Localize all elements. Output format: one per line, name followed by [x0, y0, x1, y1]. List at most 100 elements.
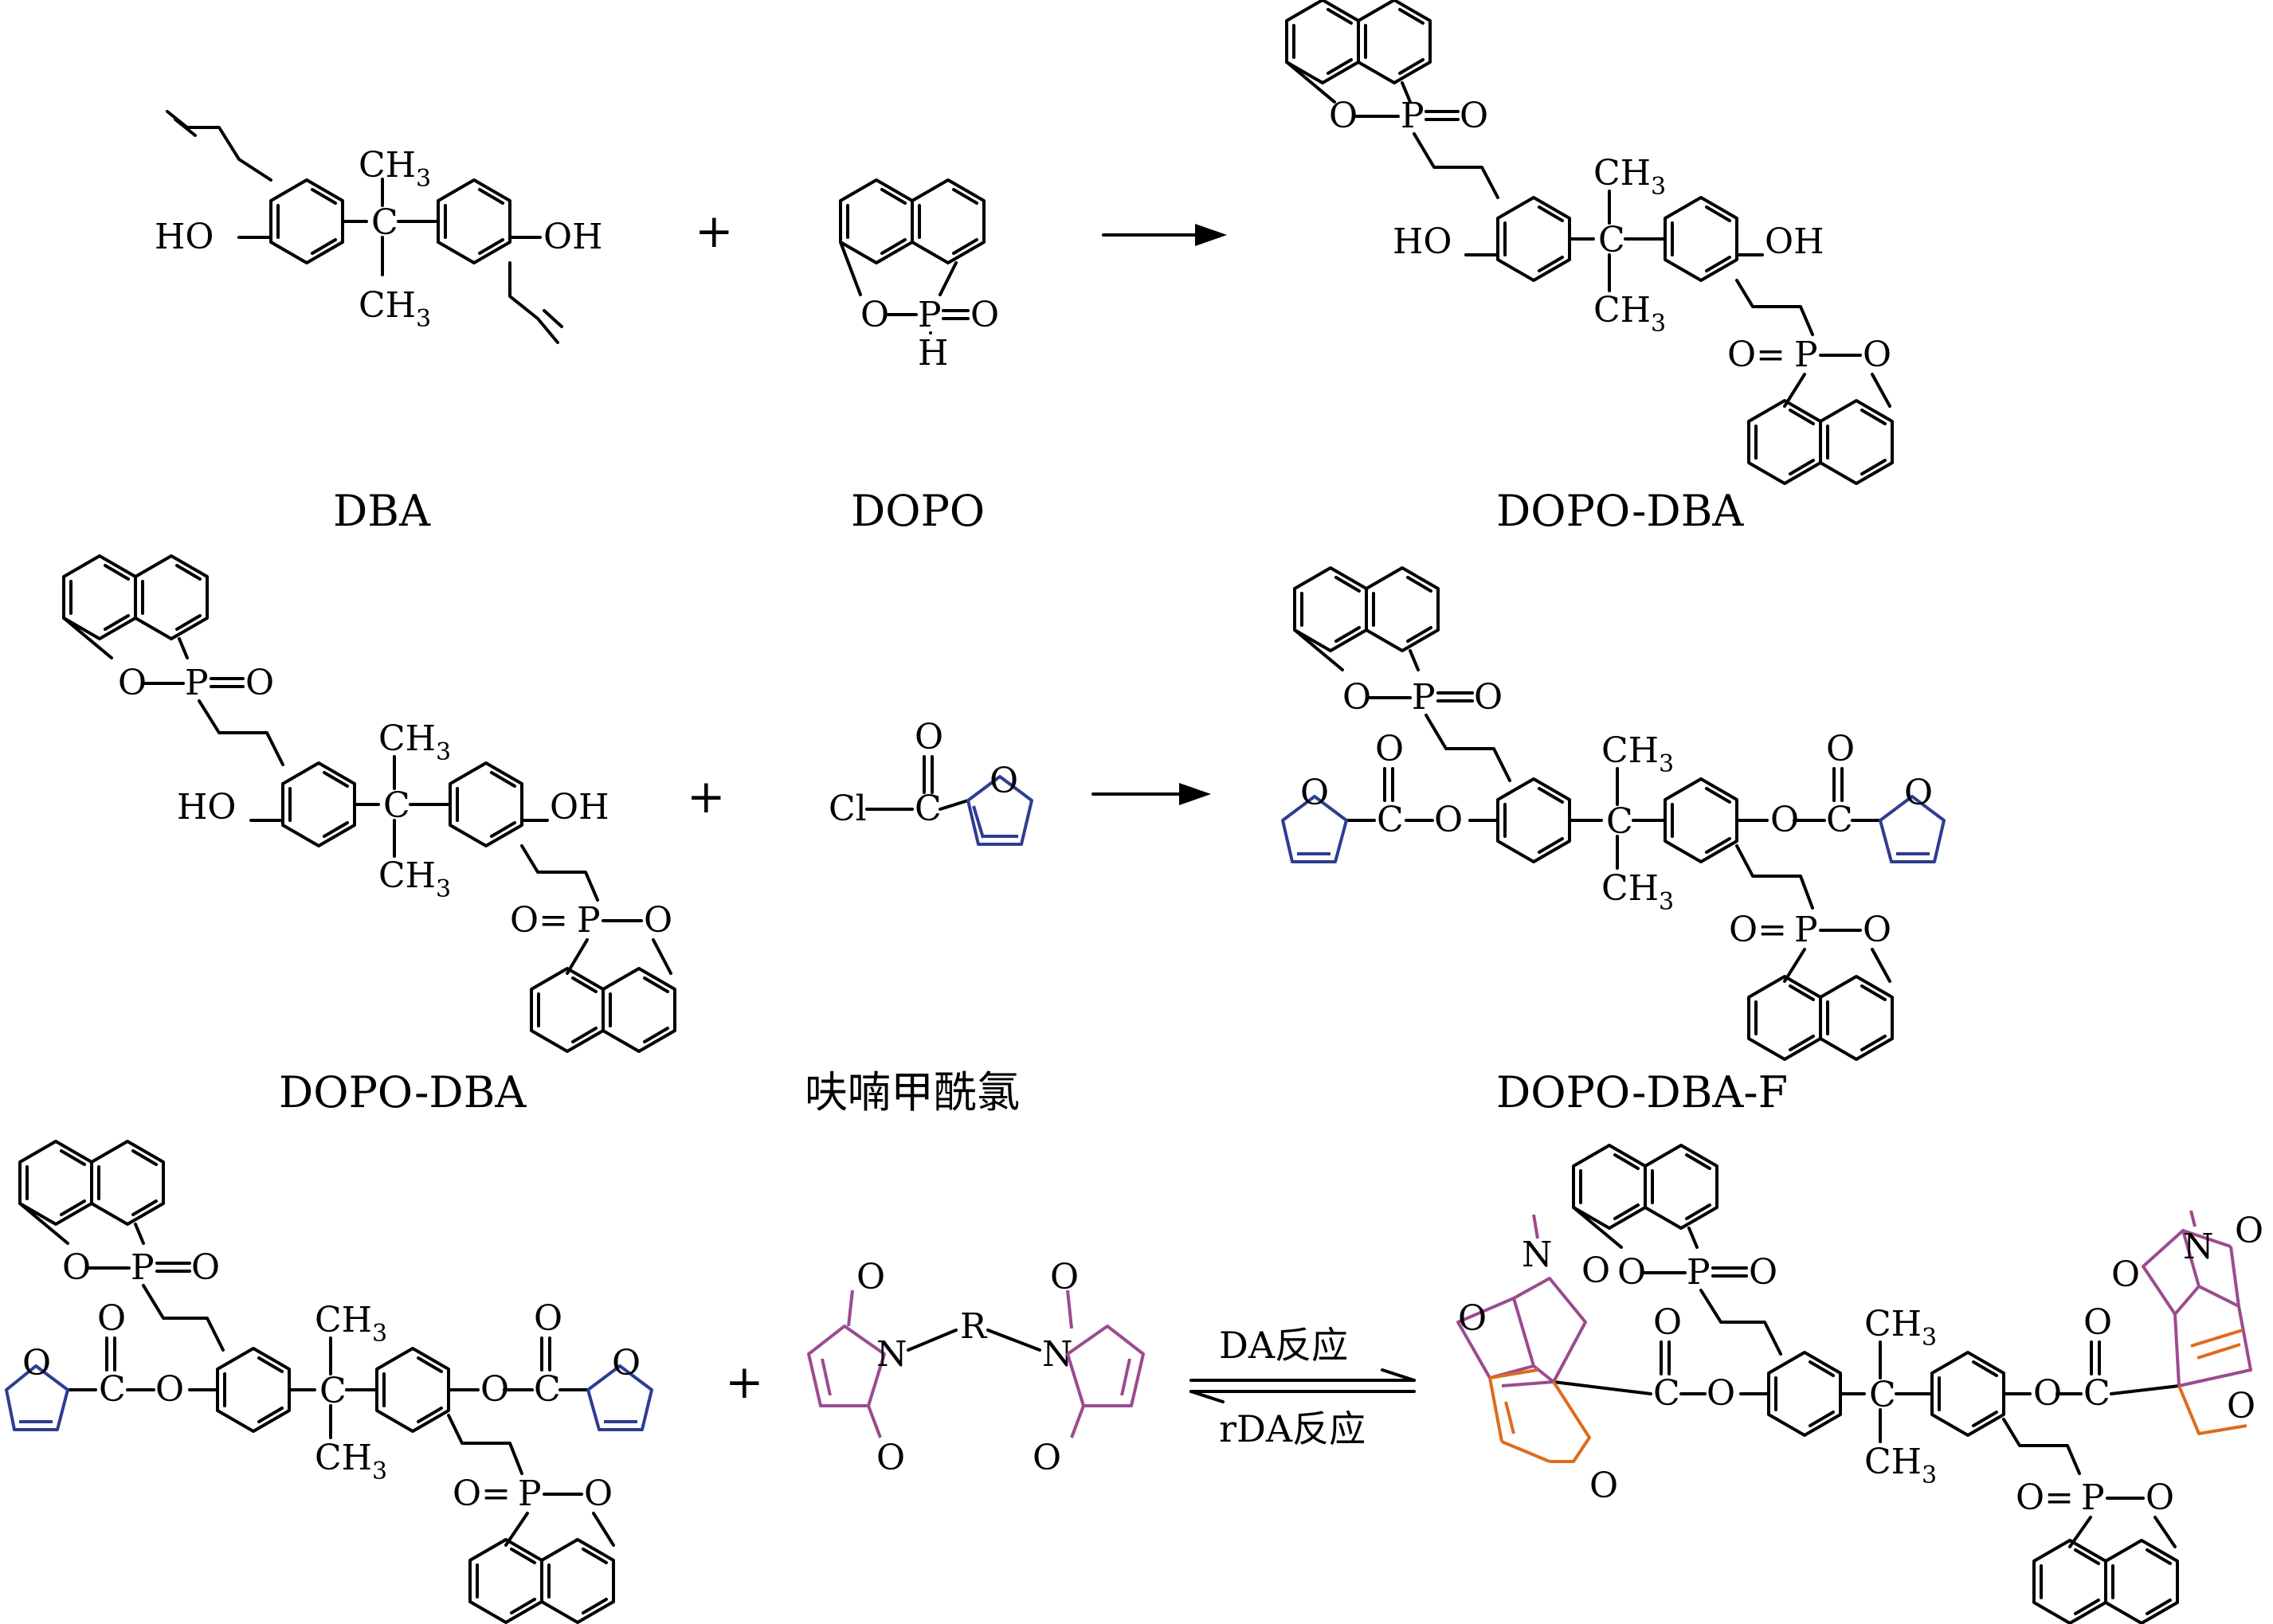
- svg-text:+: +: [725, 1355, 764, 1409]
- svg-text:O: O: [2227, 1386, 2255, 1426]
- svg-text:C: C: [319, 1371, 347, 1411]
- reaction-arrow-2: [1091, 783, 1211, 805]
- label-ho: HO: [155, 217, 214, 257]
- label-oh: OH: [543, 217, 602, 257]
- svg-text:OH: OH: [550, 787, 609, 828]
- atom-o-double: O: [970, 295, 999, 335]
- molecule-dba: C CH3 CH3 HO OH: [155, 110, 602, 344]
- svg-text:O: O: [1617, 1252, 1646, 1293]
- svg-text:CH3: CH3: [315, 1438, 387, 1485]
- equilibrium-arrows: DA反应 rDA反应: [1189, 1324, 1416, 1450]
- svg-text:O=: O=: [453, 1473, 511, 1514]
- svg-text:P: P: [131, 1247, 155, 1288]
- svg-text:O=: O=: [1729, 910, 1787, 950]
- label-furoyl-chloride: 呋喃甲酰氯: [805, 1067, 1020, 1117]
- svg-text:O: O: [644, 900, 672, 941]
- svg-text:P: P: [2081, 1477, 2105, 1518]
- svg-text:O: O: [97, 1298, 126, 1339]
- svg-text:HO: HO: [1393, 221, 1452, 262]
- molecule-dopo-dba-reactant: O P O C CH3 CH3 HO OH O= P O: [62, 554, 676, 1053]
- molecule-bismaleimide: O O N R N O O: [807, 1257, 1145, 1478]
- svg-text:C: C: [383, 785, 410, 826]
- svg-text:C: C: [915, 789, 942, 829]
- svg-text:CH3: CH3: [1593, 290, 1666, 338]
- svg-text:O: O: [1474, 677, 1503, 718]
- svg-text:O: O: [1904, 773, 1933, 813]
- svg-text:O=: O=: [2016, 1477, 2074, 1518]
- svg-text:C: C: [1377, 800, 1404, 840]
- label-dba: DBA: [333, 486, 431, 536]
- label-dopo: DOPO: [851, 486, 985, 536]
- svg-text:CH3: CH3: [1601, 868, 1674, 916]
- svg-text:P: P: [1412, 677, 1436, 718]
- svg-text:C: C: [534, 1369, 561, 1410]
- svg-text:O: O: [876, 1438, 905, 1478]
- condition-da: DA反应: [1219, 1324, 1348, 1367]
- svg-text:O: O: [2083, 1302, 2112, 1343]
- molecule-dopo-dba-f: O P O C CH3 CH3 O C O O O C O O O= P O: [1281, 566, 1946, 1061]
- svg-text:O: O: [1342, 677, 1371, 718]
- svg-text:O: O: [191, 1247, 220, 1288]
- molecule-da-adduct: O P O C CH3 CH3 O C O O N O O O C O O N …: [1456, 1144, 2263, 1624]
- svg-text:HO: HO: [177, 787, 236, 828]
- svg-text:O: O: [245, 663, 274, 703]
- svg-text:OH: OH: [1765, 221, 1824, 262]
- reaction-arrow-1: [1102, 224, 1227, 246]
- svg-text:O: O: [1653, 1302, 1682, 1343]
- svg-text:O: O: [1300, 773, 1329, 813]
- svg-text:O: O: [1033, 1438, 1061, 1478]
- svg-text:O: O: [2235, 1211, 2263, 1251]
- svg-text:C: C: [99, 1369, 126, 1410]
- svg-text:R: R: [960, 1306, 988, 1347]
- svg-text:O: O: [1460, 96, 1488, 136]
- svg-text:N: N: [2183, 1227, 2214, 1267]
- svg-text:CH3: CH3: [378, 855, 451, 903]
- svg-text:O: O: [856, 1257, 885, 1297]
- svg-text:P: P: [518, 1473, 542, 1514]
- svg-text:P: P: [577, 900, 601, 941]
- svg-text:C: C: [1869, 1375, 1896, 1415]
- svg-text:N: N: [876, 1334, 907, 1375]
- svg-text:C: C: [1653, 1373, 1680, 1414]
- svg-text:O: O: [534, 1298, 562, 1339]
- svg-text:O: O: [1050, 1257, 1079, 1297]
- svg-text:O: O: [584, 1473, 613, 1514]
- svg-text:C: C: [1606, 801, 1633, 842]
- label-dopo-dba-1: DOPO-DBA: [1496, 486, 1744, 536]
- molecule-furoyl-chloride: Cl C O O: [829, 717, 1033, 846]
- svg-text:C: C: [2083, 1373, 2110, 1414]
- svg-text:Cl: Cl: [829, 789, 867, 829]
- svg-text:O: O: [2146, 1477, 2174, 1518]
- atom-c: C: [371, 202, 398, 243]
- svg-text:+: +: [687, 769, 726, 824]
- label-dopo-dba-f: DOPO-DBA-F: [1496, 1067, 1788, 1117]
- svg-text:O: O: [1826, 729, 1855, 769]
- molecule-dopo-dba-product: O P O C CH3 CH3 HO OH O= P O: [1285, 0, 1894, 485]
- svg-text:CH3: CH3: [1864, 1442, 1937, 1489]
- svg-text:O: O: [1863, 910, 1891, 950]
- molecule-dopo-dba-f-reactant: O P O C CH3 CH3 O C O O O C O O O= P O: [5, 1140, 653, 1624]
- svg-text:N: N: [1522, 1235, 1553, 1275]
- svg-text:O: O: [915, 717, 943, 757]
- atom-h: H: [918, 333, 948, 374]
- condition-rda: rDA反应: [1219, 1407, 1366, 1450]
- svg-text:O: O: [990, 761, 1018, 801]
- svg-text:O: O: [1375, 729, 1404, 769]
- svg-text:CH3: CH3: [1601, 730, 1674, 778]
- svg-text:C: C: [1826, 800, 1853, 840]
- atom-p: P: [918, 295, 942, 335]
- label-dopo-dba-2: DOPO-DBA: [279, 1067, 527, 1117]
- svg-text:CH3: CH3: [1864, 1304, 1937, 1352]
- molecule-dopo: O P O H: [839, 178, 999, 374]
- plus-sign: +: [695, 204, 734, 258]
- label-ch3-bottom: CH3: [359, 285, 431, 333]
- svg-text:O: O: [612, 1343, 641, 1383]
- svg-text:O: O: [1458, 1298, 1487, 1339]
- svg-text:CH3: CH3: [1593, 153, 1666, 201]
- svg-text:P: P: [1687, 1252, 1711, 1293]
- svg-text:CH3: CH3: [378, 718, 451, 766]
- svg-text:O: O: [1749, 1252, 1777, 1293]
- svg-text:O: O: [1581, 1250, 1610, 1291]
- svg-text:O: O: [1589, 1466, 1618, 1506]
